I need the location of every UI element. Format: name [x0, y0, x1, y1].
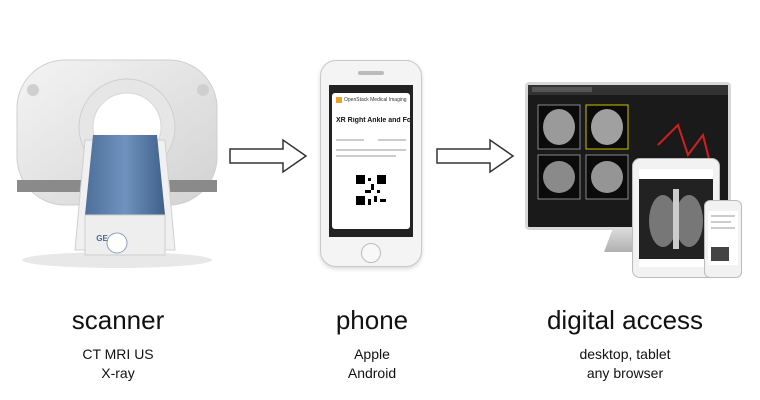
stage-desc-line: CT MRI US — [82, 346, 154, 362]
pass-field-line — [336, 155, 396, 157]
ge-logo-icon — [106, 232, 128, 254]
stage-desc-line: any browser — [586, 365, 664, 381]
tablet-screen — [639, 169, 713, 267]
pass-brand: OpenStack Medical Imaging — [344, 97, 407, 103]
pass-field-line — [336, 149, 406, 151]
arrow-right-icon — [229, 138, 308, 174]
small-phone-screen — [708, 211, 738, 265]
small-phone-image — [704, 200, 742, 278]
scanner-logo-text: GE — [96, 234, 108, 243]
pass-field-line — [336, 139, 364, 141]
stage-desc-phone: Apple Android — [262, 345, 482, 383]
arrow-right-icon — [436, 138, 515, 174]
small-phone-line — [711, 215, 735, 217]
pass-exam-title: XR Right Ankle and Foot — [336, 117, 410, 124]
stage-title-phone: phone — [335, 305, 409, 335]
chest-xray-image — [639, 179, 713, 259]
phone-speaker — [358, 71, 384, 75]
smartphone-image: OpenStack Medical Imaging XR Right Ankle… — [320, 60, 422, 267]
stage-desc-digital-access: desktop, tablet any browser — [515, 345, 735, 383]
small-phone-line — [711, 227, 735, 229]
phone-screen: OpenStack Medical Imaging XR Right Ankle… — [329, 85, 413, 237]
ct-scanner-image — [16, 59, 218, 268]
qr-code-icon — [356, 175, 386, 205]
stage-title-scanner: scanner — [71, 305, 165, 335]
desktop-monitor-image — [525, 82, 731, 230]
tablet-image — [632, 158, 720, 278]
pass-field-line — [378, 139, 406, 141]
stage-desc-line: X-ray — [101, 365, 135, 381]
small-phone-line — [711, 221, 731, 223]
brand-logo-icon — [336, 97, 342, 103]
stage-desc-line: desktop, tablet — [579, 346, 671, 362]
exam-pass-card: OpenStack Medical Imaging XR Right Ankle… — [332, 93, 410, 229]
stage-desc-scanner: CT MRI US X-ray — [8, 345, 228, 383]
medical-viewer-screen — [528, 85, 728, 200]
phone-home-button — [361, 243, 381, 263]
stage-desc-line: Android — [347, 365, 397, 381]
stage-title-digital-access: digital access — [546, 305, 704, 335]
small-phone-thumbnail — [711, 247, 729, 261]
stage-desc-line: Apple — [354, 346, 390, 362]
